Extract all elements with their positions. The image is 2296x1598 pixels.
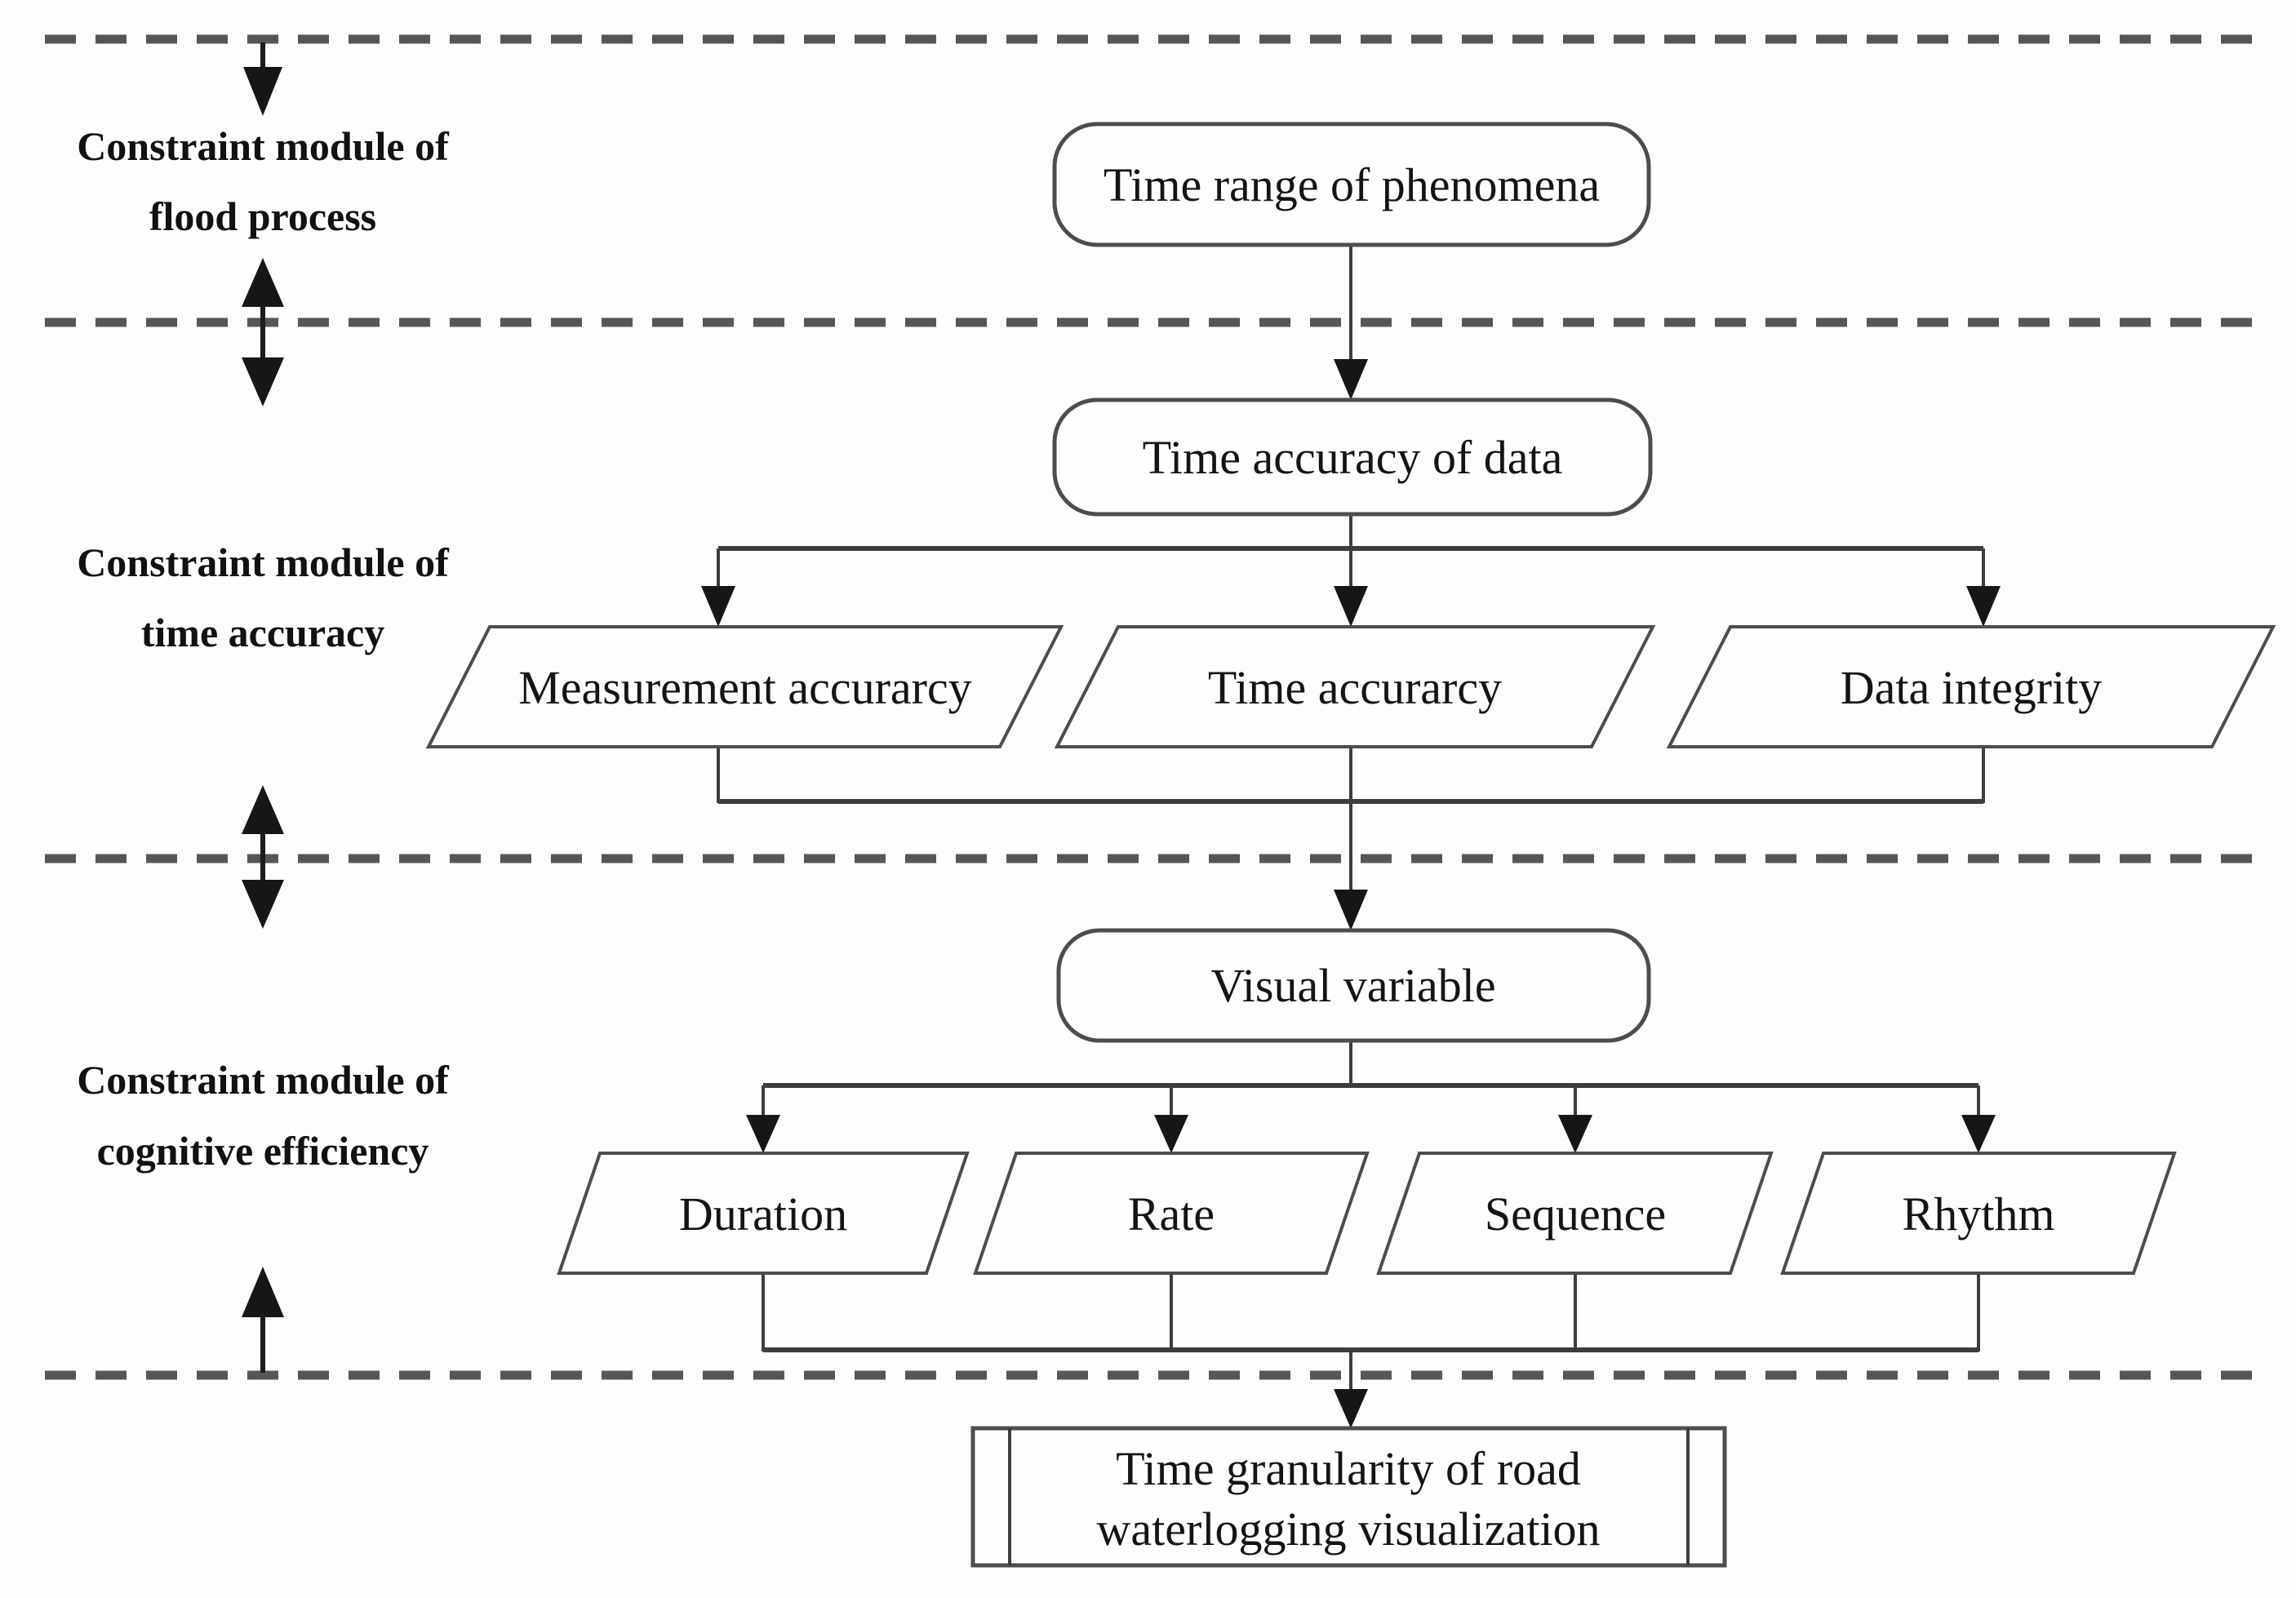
node-time-range-label: Time range of phenomena [1104, 158, 1600, 211]
node-sequence-label: Sequence [1485, 1187, 1666, 1241]
module-label-time-accuracy-line2: time accuracy [141, 610, 384, 655]
collector-row2-connectors [762, 1273, 1980, 1428]
module-label-cognitive-efficiency-line2: cognitive efficiency [97, 1128, 429, 1174]
module-label-flood-process-line2: flood process [149, 193, 376, 239]
node-rate [973, 1152, 1370, 1275]
node-duration [557, 1152, 970, 1275]
node-visual-variable-label: Visual variable [1210, 959, 1495, 1012]
module-label-cognitive-efficiency-line1: Constraint module of [77, 1057, 450, 1103]
node-time-range [1052, 122, 1651, 247]
node-data-integrity [1666, 625, 2276, 748]
flow-arrow-time-range-to-time-accuracy [1334, 245, 1368, 400]
node-output [970, 1426, 1727, 1568]
node-output-label-line2: waterlogging visualization [1097, 1503, 1601, 1556]
node-rhythm-label: Rhythm [1903, 1187, 2055, 1241]
node-time-accuracy-of-data-label: Time accuracy of data [1143, 431, 1563, 484]
module-label-flood-process-line1: Constraint module of [77, 123, 450, 169]
module2-module3-double-arrow-icon [242, 785, 284, 929]
collector-row1-connectors [717, 747, 1985, 930]
module1-module2-double-arrow-icon [242, 258, 284, 406]
node-output-label-line1: Time granularity of road [1116, 1442, 1581, 1495]
branch-time-accuracy-connectors [701, 514, 2001, 627]
module-label-time-accuracy-line1: Constraint module of [77, 539, 450, 585]
node-sequence [1376, 1152, 1774, 1275]
node-duration-label: Duration [679, 1187, 847, 1241]
branch-visual-variable-connectors [746, 1041, 1996, 1153]
node-rhythm [1780, 1152, 2177, 1275]
module3-bottom-arrow-icon [242, 1267, 284, 1373]
module1-top-arrow-icon [243, 42, 282, 116]
node-time-accuracy [1054, 625, 1656, 748]
node-time-accuracy-label: Time accurarcy [1208, 661, 1502, 714]
node-measurement-accuracy [425, 625, 1064, 748]
node-rate-label: Rate [1128, 1187, 1215, 1241]
node-visual-variable [1056, 928, 1651, 1043]
node-measurement-accuracy-label: Measurement accurarcy [518, 661, 972, 714]
node-data-integrity-label: Data integrity [1841, 661, 2103, 714]
node-time-accuracy-of-data [1052, 397, 1653, 517]
